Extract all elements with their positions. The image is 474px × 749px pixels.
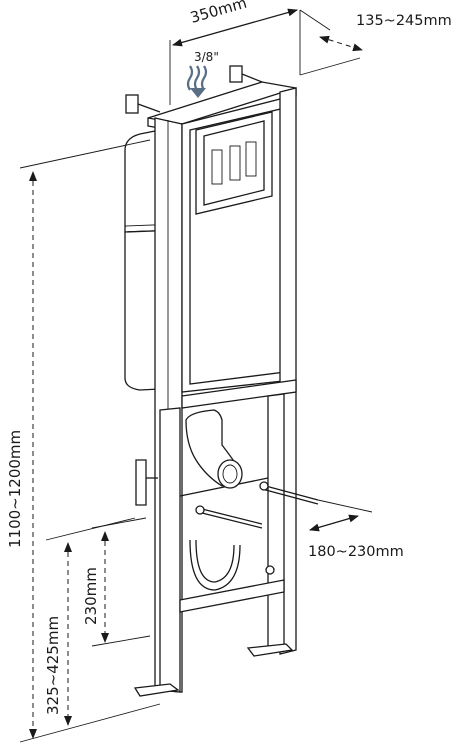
drain-spacing-label: 180~230mm [308,544,404,560]
mounting-bolts [195,481,319,529]
side-bracket [135,459,158,506]
mid-crossbar [181,379,297,409]
outlet-height-label: 325~425mm [44,616,62,715]
drain-height-label: 230mm [82,567,100,625]
lower-frame [159,393,285,693]
drain-height-dimension: 230mm [82,517,151,647]
drain-pipe [185,409,243,489]
water-inlet-indicator: 3/8" [186,50,219,98]
feet [133,643,294,697]
flush-plate [195,111,273,215]
drain-spacing-dimension: 180~230mm [308,499,404,560]
frame-top-bar [125,65,297,133]
outlet-height-dimension: 325~425mm [44,517,136,726]
inlet-size-label: 3/8" [194,50,219,64]
total-height-dimension: 1100~1200mm [6,139,161,743]
frame-width-label: 350mm [188,0,249,27]
depth-range-dimension: 135~245mm [299,9,452,76]
depth-range-label: 135~245mm [356,13,452,29]
support-ring [189,539,275,591]
total-height-label: 1100~1200mm [6,430,24,548]
